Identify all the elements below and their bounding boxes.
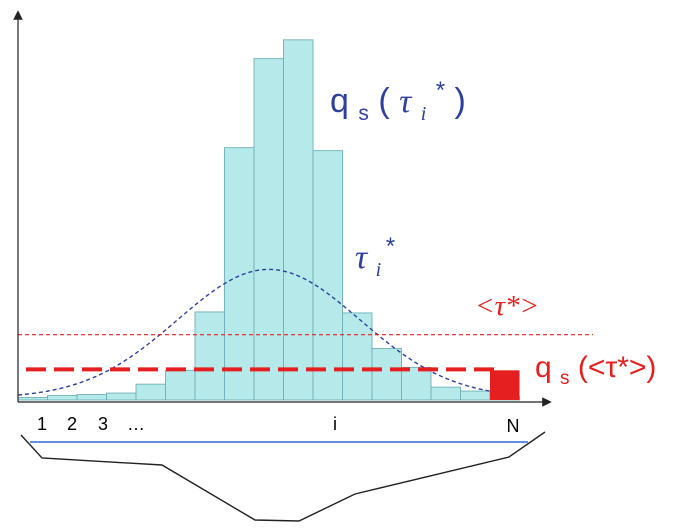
histogram-bar-16 xyxy=(460,390,491,401)
histogram-bar-7 xyxy=(194,311,225,401)
tau-i-label: τ i * xyxy=(355,233,395,284)
x-tick-1: 1 xyxy=(37,414,47,434)
x-tick-i: i xyxy=(333,414,337,434)
histogram-bar-9 xyxy=(253,58,284,401)
x-tick-2: 2 xyxy=(67,414,77,434)
histogram-bar-15 xyxy=(430,386,461,401)
histogram-bar-6 xyxy=(165,369,196,401)
q-average-label: q s (<τ*>) xyxy=(535,351,656,391)
histogram-bar-14 xyxy=(401,366,432,401)
average-tau-label: <τ*> xyxy=(475,290,539,322)
histogram-bar-3 xyxy=(76,394,107,401)
histogram-bar-13 xyxy=(371,348,402,401)
x-tick-ellipsis: … xyxy=(127,414,145,434)
x-tick-N: N xyxy=(507,416,520,436)
histogram-bar-10 xyxy=(283,39,314,401)
x-tick-3: 3 xyxy=(98,414,108,434)
histogram-bar-11 xyxy=(312,150,343,401)
q-tau-i-label: q s ( τ i * ) xyxy=(330,68,466,128)
histogram-bar-12 xyxy=(342,312,373,401)
histogram-bar-1 xyxy=(17,397,48,401)
histogram-bar-5 xyxy=(135,383,166,401)
basin-outline xyxy=(20,431,546,522)
histogram-bar-2 xyxy=(47,395,78,401)
histogram-bar-8 xyxy=(224,147,255,401)
histogram-bars xyxy=(17,39,520,401)
last-bin-red-bar xyxy=(490,370,520,400)
histogram-bar-4 xyxy=(106,392,137,401)
tau-distribution-curve xyxy=(17,268,519,396)
